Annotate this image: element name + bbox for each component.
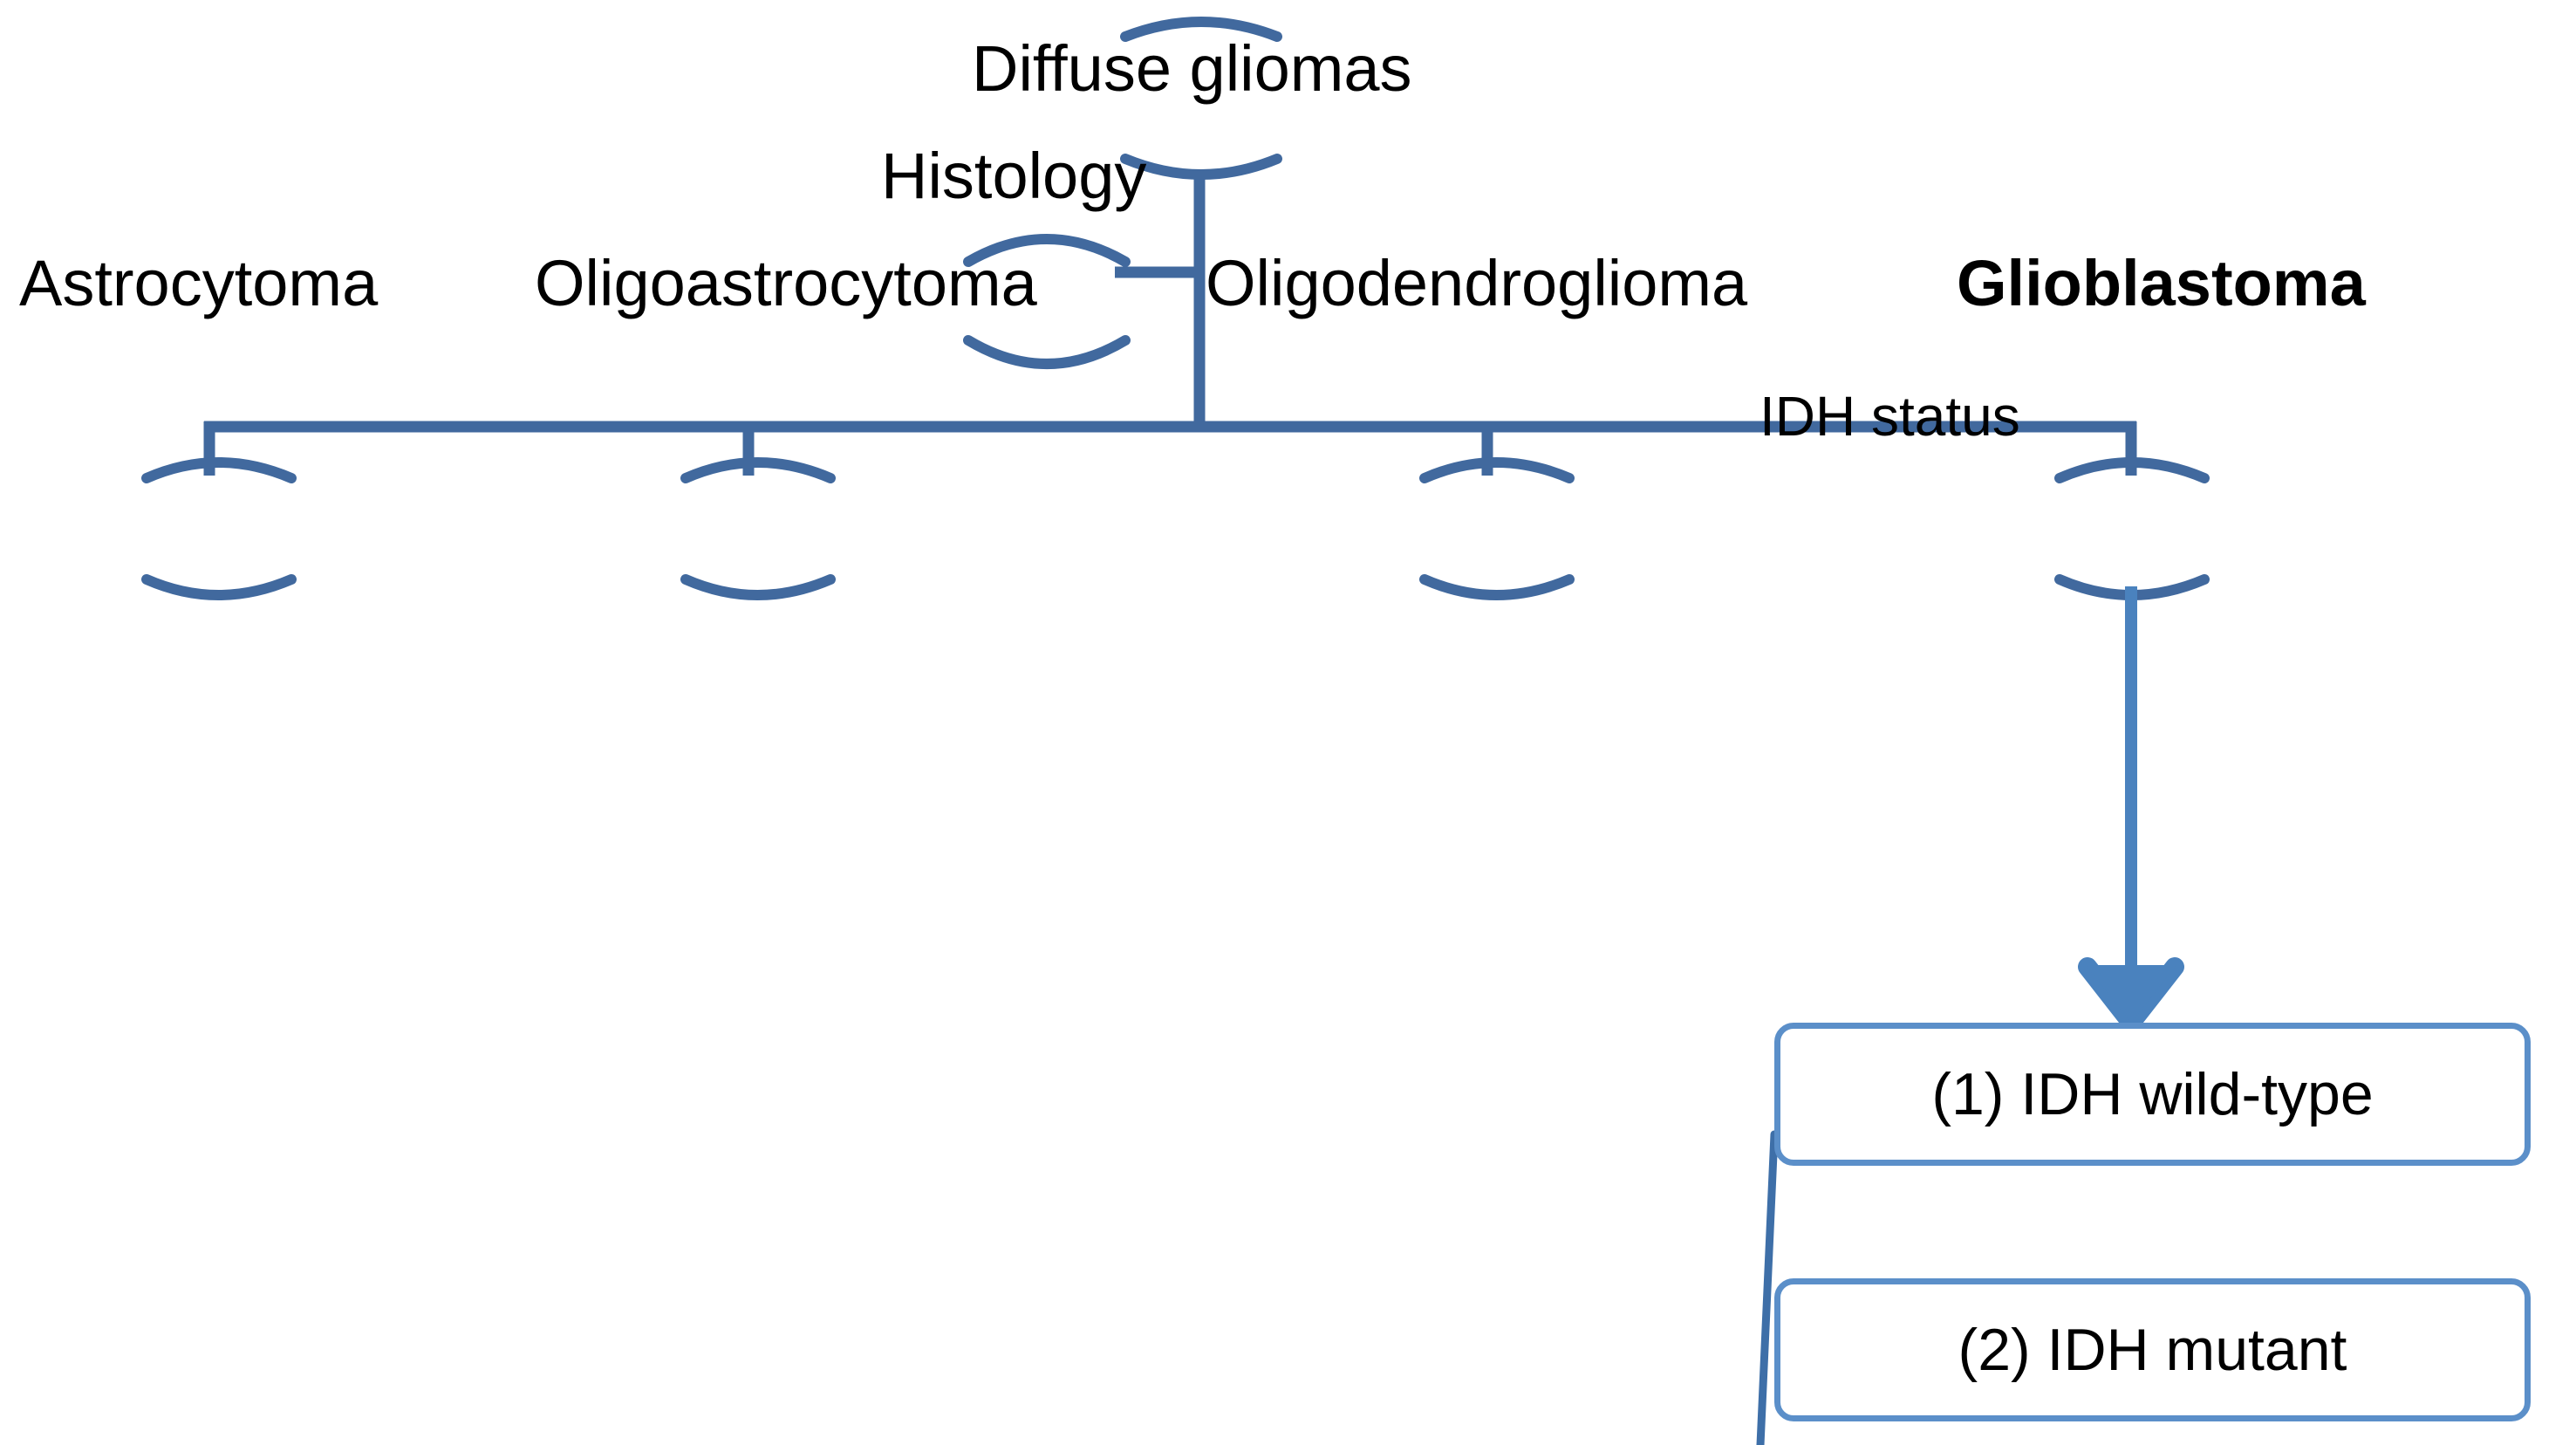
root-node-label: Diffuse gliomas	[972, 32, 1412, 105]
node-label-oligodendroglioma: Oligodendroglioma	[1206, 247, 1748, 319]
oligodendroglioma-arc-top-icon	[1419, 457, 1575, 483]
oligoastrocytoma-arc-bottom-icon	[680, 574, 836, 600]
histology-criterion-label: Histology	[881, 140, 1147, 212]
idh-arrow-head-fill-icon	[2086, 965, 2176, 1023]
outcome-side-connector-line	[1756, 1130, 1779, 1445]
outcome-box-idh-mutant-label: (2) IDH mutant	[1958, 1317, 2347, 1383]
node-label-glioblastoma: Glioblastoma	[1957, 247, 2366, 319]
root-arc-top-icon	[1120, 17, 1282, 42]
histology-arc-top-icon	[963, 234, 1131, 267]
outcome-box-idh-wild-type-label: (1) IDH wild-type	[1931, 1061, 2374, 1127]
oligoastrocytoma-arc-top-icon	[680, 457, 836, 483]
outcome-box-idh-mutant: (2) IDH mutant	[1774, 1278, 2531, 1421]
node-label-oligoastrocytoma: Oligoastrocytoma	[535, 247, 1037, 319]
node-label-astrocytoma: Astrocytoma	[19, 247, 379, 319]
idh-status-edge-label: IDH status	[1759, 385, 2020, 448]
root-arc-bottom-icon	[1120, 154, 1282, 180]
oligodendroglioma-arc-bottom-icon	[1419, 574, 1575, 600]
astrocytoma-arc-bottom-icon	[141, 574, 297, 600]
astrocytoma-arc-top-icon	[141, 457, 297, 483]
histology-arc-bottom-icon	[963, 335, 1131, 369]
outcome-box-idh-wild-type: (1) IDH wild-type	[1774, 1023, 2531, 1166]
glioblastoma-arc-top-icon	[2054, 457, 2210, 483]
